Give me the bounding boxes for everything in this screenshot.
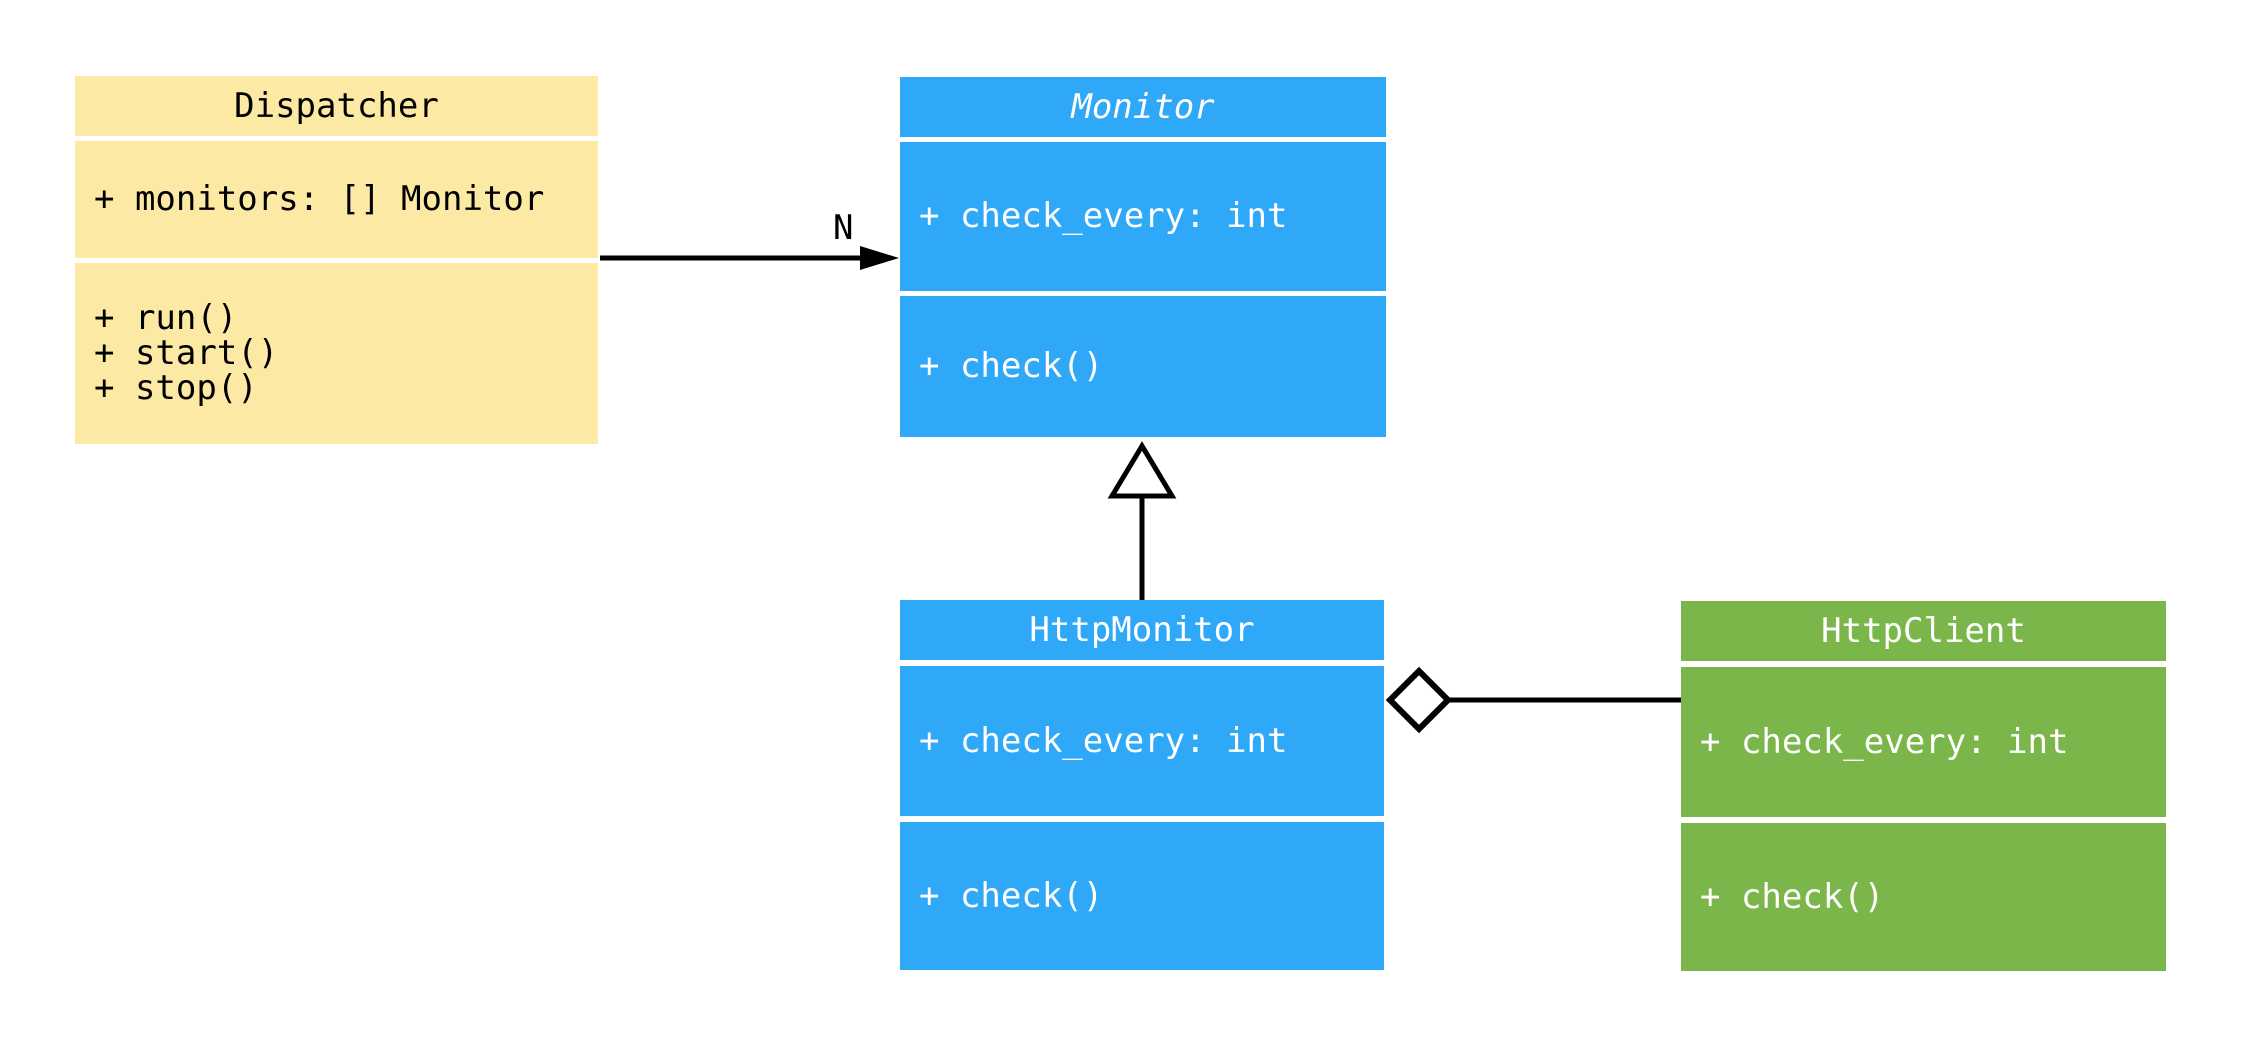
class-dispatcher-methods-section: + run() + start() + stop() xyxy=(75,263,598,444)
class-httpmonitor: HttpMonitor + check_every: int + check() xyxy=(900,600,1384,970)
class-httpclient-attributes-section: + check_every: int xyxy=(1681,667,2166,817)
class-monitor: Monitor + check_every: int + check() xyxy=(900,77,1386,437)
class-name: HttpMonitor xyxy=(1029,609,1255,650)
class-httpmonitor-methods-section: + check() xyxy=(900,822,1384,970)
inheritance-httpmonitor-to-monitor xyxy=(1107,441,1177,600)
class-method: + check() xyxy=(1700,876,1885,917)
class-attribute: + monitors: [] Monitor xyxy=(94,179,545,219)
class-httpclient-methods-section: + check() xyxy=(1681,823,2166,971)
class-dispatcher: Dispatcher + monitors: [] Monitor + run(… xyxy=(75,76,598,444)
class-httpmonitor-title-section: HttpMonitor xyxy=(900,600,1384,660)
class-dispatcher-title-section: Dispatcher xyxy=(75,76,598,136)
class-attribute: + check_every: int xyxy=(919,196,1288,236)
class-monitor-attributes-section: + check_every: int xyxy=(900,142,1386,291)
class-method: + start() xyxy=(94,333,279,373)
class-method: + check() xyxy=(919,346,1104,386)
class-name: HttpClient xyxy=(1821,610,2026,651)
association-dispatcher-to-monitor xyxy=(600,246,899,270)
inheritance-triangle-icon xyxy=(1107,441,1177,499)
association-multiplicity-label: N xyxy=(833,208,854,248)
class-attribute: + check_every: int xyxy=(1700,721,2069,762)
class-method: + check() xyxy=(919,875,1104,916)
aggregation-httpmonitor-to-httpclient xyxy=(1385,666,1681,734)
class-method: + run() xyxy=(94,298,238,338)
class-httpclient-title-section: HttpClient xyxy=(1681,601,2166,661)
class-name: Dispatcher xyxy=(234,85,439,126)
class-attribute: + check_every: int xyxy=(919,720,1288,761)
class-method: + stop() xyxy=(94,368,258,408)
association-arrowhead-icon xyxy=(860,246,899,270)
aggregation-diamond-icon xyxy=(1385,666,1453,734)
class-dispatcher-attributes-section: + monitors: [] Monitor xyxy=(75,141,598,258)
class-name: Monitor xyxy=(1071,86,1215,127)
class-httpmonitor-attributes-section: + check_every: int xyxy=(900,666,1384,816)
class-monitor-title-section: Monitor xyxy=(900,77,1386,137)
class-monitor-methods-section: + check() xyxy=(900,296,1386,437)
class-httpclient: HttpClient + check_every: int + check() xyxy=(1681,601,2166,971)
